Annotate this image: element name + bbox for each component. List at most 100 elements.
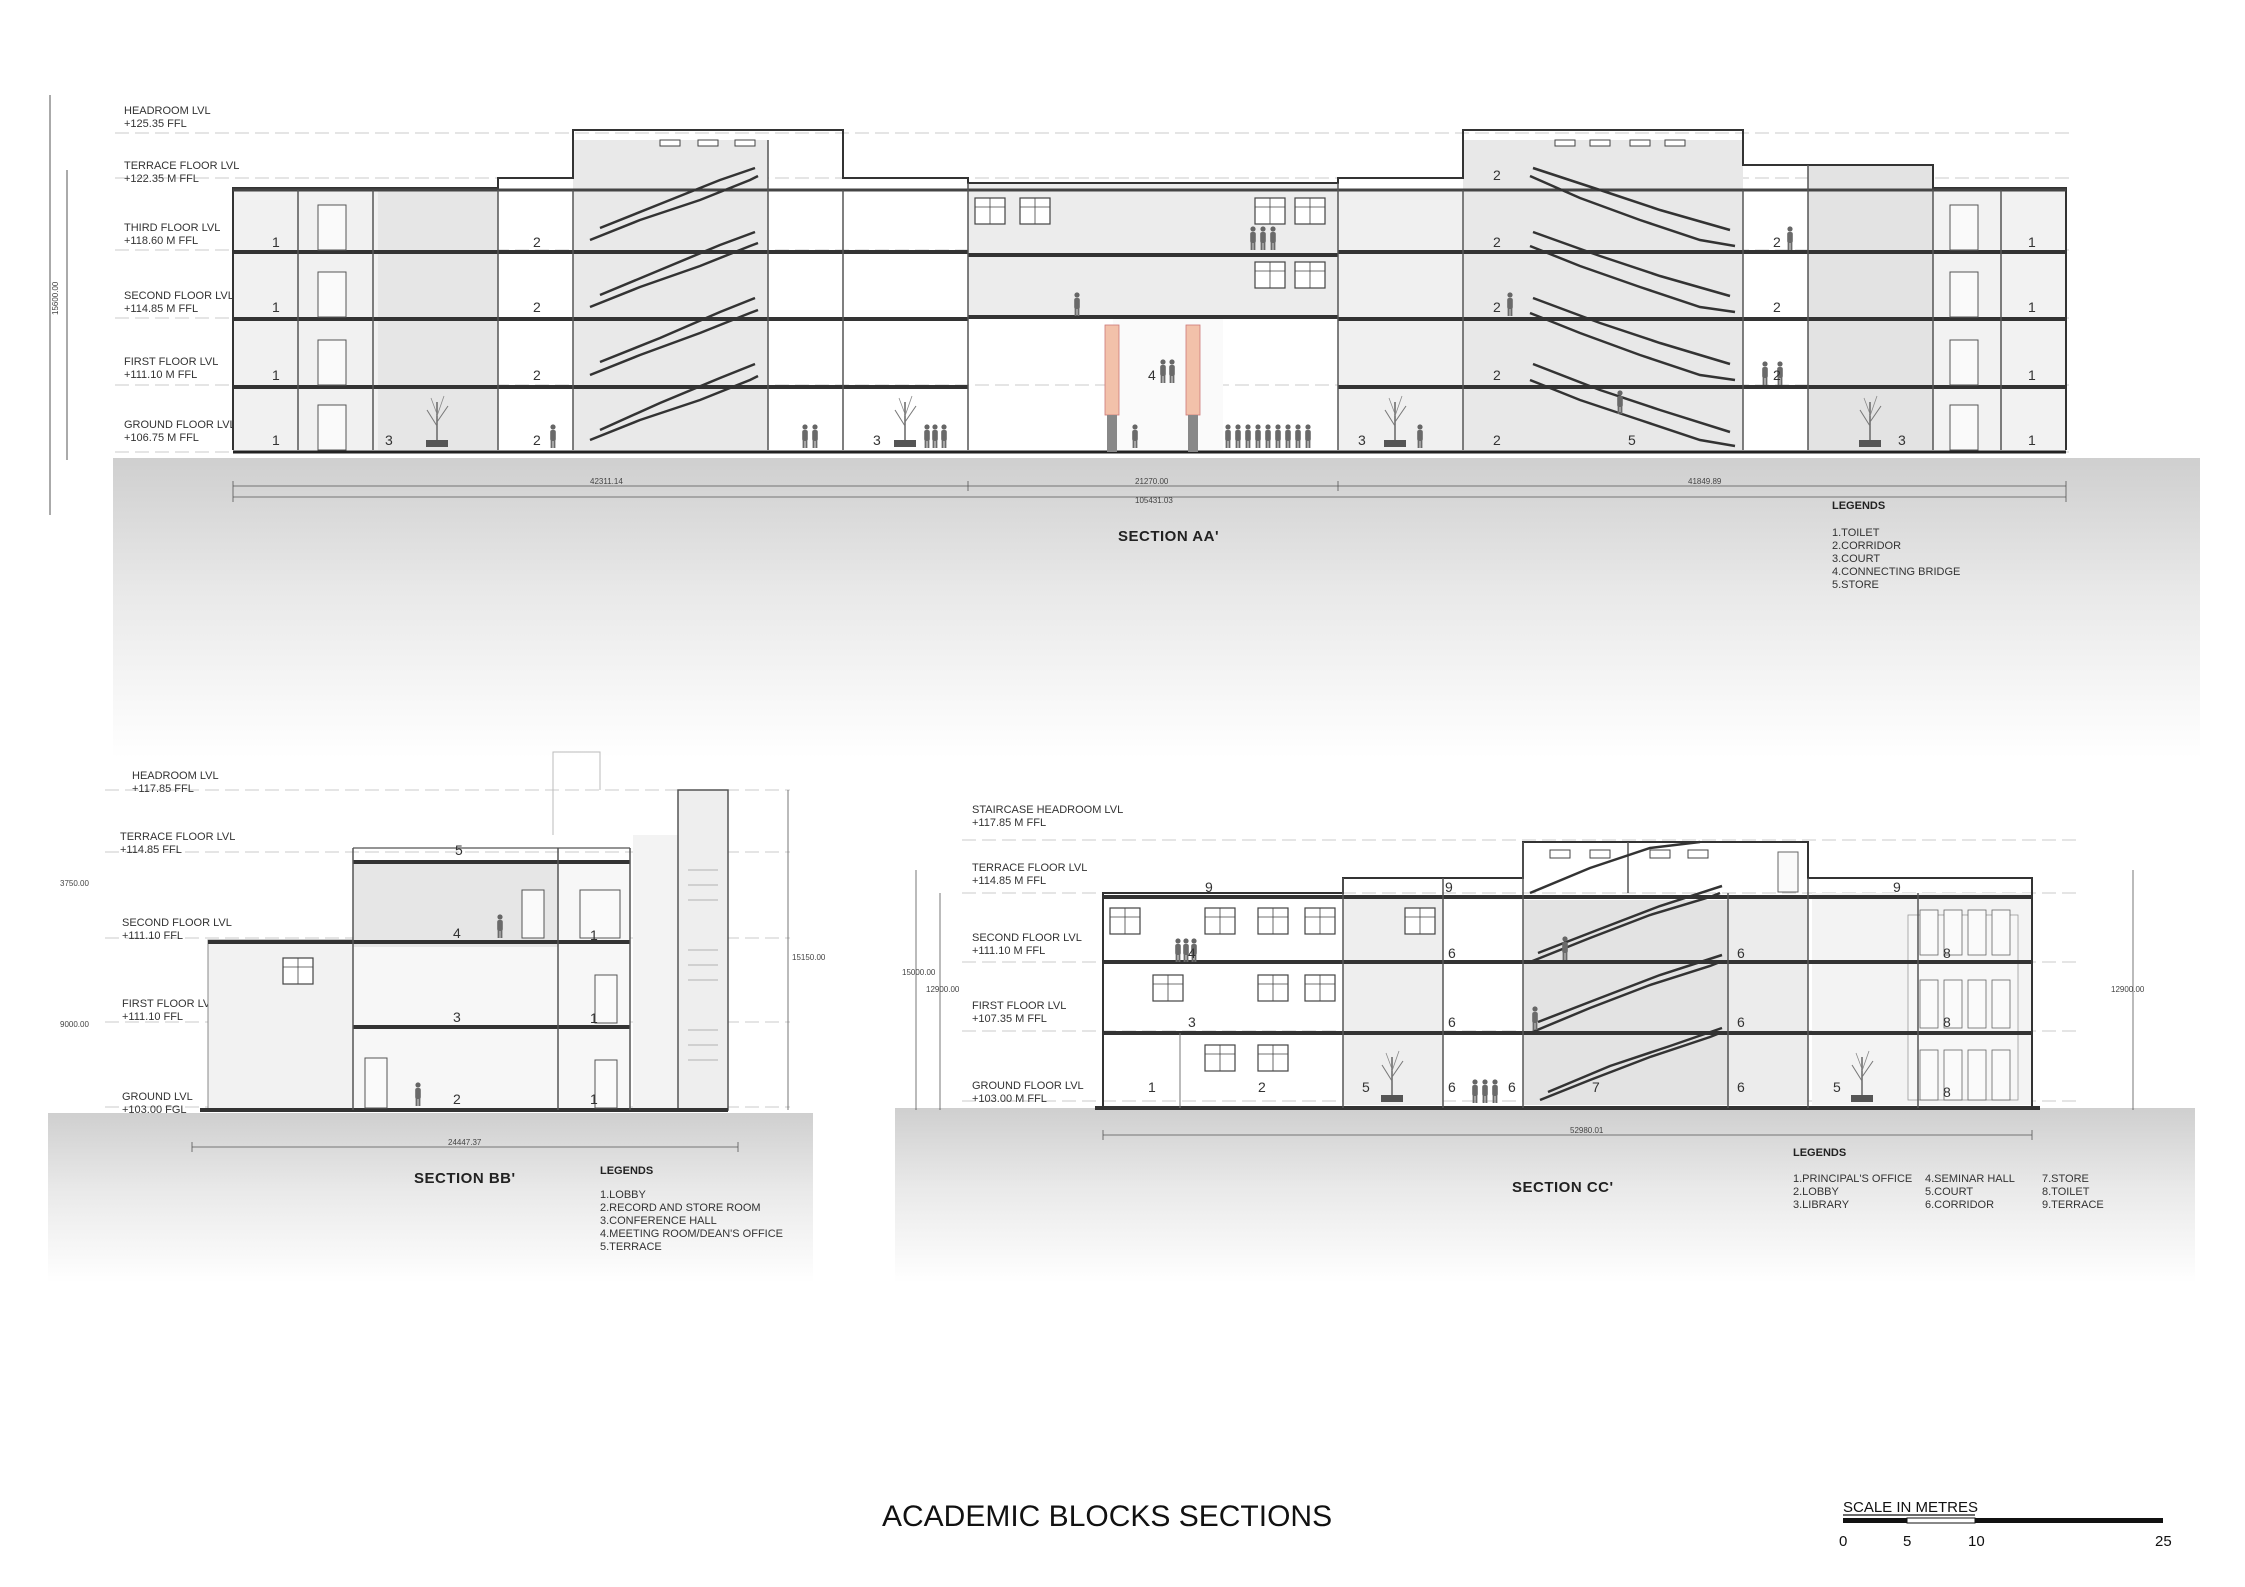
room-label: 1 — [2028, 432, 2036, 448]
room-label: 3 — [1358, 432, 1366, 448]
legend-item: 6.CORRIDOR — [1925, 1199, 1994, 1211]
legend-heading: LEGENDS — [1832, 500, 1885, 512]
legend-heading: LEGENDS — [1793, 1147, 1846, 1159]
ground-band-cc — [895, 1108, 2195, 1283]
section-bb-title: SECTION BB' — [414, 1170, 516, 1187]
legend-item: 3.CONFERENCE HALL — [600, 1215, 717, 1227]
room-label: 1 — [272, 234, 280, 250]
legend-item: 3.LIBRARY — [1793, 1199, 1850, 1211]
svg-text:+118.60 M FFL: +118.60 M FFL — [124, 235, 198, 247]
svg-text:+125.35 FFL: +125.35 FFL — [124, 118, 187, 130]
scale-tick: 25 — [2155, 1533, 2172, 1550]
legend-item: 1.TOILET — [1832, 527, 1880, 539]
room-label: 5 — [1628, 432, 1636, 448]
room-label: 2 — [1493, 367, 1501, 383]
room-label: 2 — [1773, 299, 1781, 315]
level-label: GROUND FLOOR LVL +106.75 M FFL — [124, 419, 236, 444]
room-label: 5 — [1833, 1079, 1841, 1095]
svg-text:FIRST FLOOR LVL: FIRST FLOOR LVL — [124, 356, 218, 368]
cc-dim-outer: 15000.00 — [902, 968, 936, 977]
room-label: 1 — [2028, 367, 2036, 383]
room-label: 2 — [453, 1091, 461, 1107]
legend-item: 5.COURT — [1925, 1186, 1973, 1198]
aa-room-labels: 1 1 1 1 2 2 2 2 3 3 2 4 2 2 2 2 2 2 2 3 … — [272, 167, 2036, 448]
legend-item: 2.CORRIDOR — [1832, 540, 1901, 552]
svg-text:GROUND FLOOR LVL: GROUND FLOOR LVL — [124, 419, 236, 431]
svg-text:THIRD FLOOR LVL: THIRD FLOOR LVL — [124, 222, 220, 234]
bb-level-labels: HEADROOM LVL +117.85 FFL TERRACE FLOOR L… — [120, 770, 235, 1116]
svg-text:HEADROOM LVL: HEADROOM LVL — [124, 105, 211, 117]
svg-text:+107.35 M FFL: +107.35 M FFL — [972, 1013, 1047, 1025]
cc-building — [1095, 840, 2040, 1110]
room-label: 1 — [1148, 1079, 1156, 1095]
svg-text:FIRST FLOOR LVL: FIRST FLOOR LVL — [122, 998, 216, 1010]
svg-text:SECOND FLOOR LVL: SECOND FLOOR LVL — [122, 917, 232, 929]
legend-item: 4.CONNECTING BRIDGE — [1832, 566, 1960, 578]
svg-text:TERRACE FLOOR LVL: TERRACE FLOOR LVL — [972, 862, 1087, 874]
room-label: 8 — [1943, 945, 1951, 961]
bb-dim-right: 15150.00 — [792, 953, 826, 962]
legend-item: 5.TERRACE — [600, 1241, 662, 1253]
room-label: 1 — [590, 1010, 598, 1026]
svg-text:SECOND FLOOR LVL: SECOND FLOOR LVL — [124, 290, 234, 302]
legend-item: 4.SEMINAR HALL — [1925, 1173, 2015, 1185]
svg-text:+114.85 M FFL: +114.85 M FFL — [972, 875, 1046, 887]
svg-text:HEADROOM LVL: HEADROOM LVL — [132, 770, 219, 782]
cc-level-labels: STAIRCASE HEADROOM LVL +117.85 M FFL TER… — [972, 804, 1123, 1105]
aa-dim-seg1: 42311.14 — [590, 477, 623, 486]
sheet-title: ACADEMIC BLOCKS SECTIONS — [882, 1500, 1332, 1533]
level-label: TERRACE FLOOR LVL +122.35 M FFL — [124, 160, 239, 185]
legend-item: 5.STORE — [1832, 579, 1879, 591]
room-label: 2 — [533, 432, 541, 448]
legend-item: 2.RECORD AND STORE ROOM — [600, 1202, 761, 1214]
room-label: 2 — [1258, 1079, 1266, 1095]
room-label: 1 — [2028, 234, 2036, 250]
scale-tick: 0 — [1839, 1533, 1847, 1550]
room-label: 4 — [1188, 945, 1196, 961]
room-label: 6 — [1448, 1079, 1456, 1095]
cc-dim-right: 12900.00 — [2111, 985, 2145, 994]
section-bb: HEADROOM LVL +117.85 FFL TERRACE FLOOR L… — [48, 751, 826, 1283]
level-label: SECOND FLOOR LVL +114.85 M FFL — [124, 290, 234, 315]
room-label: 1 — [272, 432, 280, 448]
bb-room-labels: 5 4 1 3 1 2 1 — [453, 842, 598, 1107]
cc-legend: LEGENDS 1.PRINCIPAL'S OFFICE 2.LOBBY 3.L… — [1793, 1147, 2104, 1211]
room-label: 1 — [2028, 299, 2036, 315]
scale-bar: SCALE IN METRES 0 5 10 25 — [1839, 1499, 2172, 1550]
room-label: 1 — [272, 367, 280, 383]
room-label: 4 — [453, 925, 461, 941]
room-label: 2 — [533, 234, 541, 250]
section-cc-title: SECTION CC' — [1512, 1179, 1614, 1196]
room-label: 6 — [1737, 945, 1745, 961]
room-label: 3 — [453, 1009, 461, 1025]
svg-text:STAIRCASE HEADROOM LVL: STAIRCASE HEADROOM LVL — [972, 804, 1123, 816]
room-label: 4 — [1148, 367, 1156, 383]
aa-building — [232, 129, 2067, 454]
room-label: 2 — [1493, 299, 1501, 315]
aa-dim-seg3: 41849.89 — [1688, 477, 1722, 486]
room-label: 2 — [1493, 234, 1501, 250]
room-label: 6 — [1737, 1079, 1745, 1095]
aa-dimensions — [232, 481, 2067, 502]
section-aa-title: SECTION AA' — [1118, 528, 1219, 545]
legend-item: 1.PRINCIPAL'S OFFICE — [1793, 1173, 1912, 1185]
aa-legend: LEGENDS 1.TOILET 2.CORRIDOR 3.COURT 4.CO… — [1832, 500, 1960, 591]
room-label: 5 — [1362, 1079, 1370, 1095]
scale-tick: 10 — [1968, 1533, 1985, 1550]
svg-text:+106.75 M FFL: +106.75 M FFL — [124, 432, 199, 444]
room-label: 1 — [590, 927, 598, 943]
room-label: 2 — [1773, 367, 1781, 383]
svg-text:+111.10 FFL: +111.10 FFL — [122, 1011, 183, 1023]
scale-label: SCALE IN METRES — [1843, 1499, 1978, 1516]
svg-text:+117.85 FFL: +117.85 FFL — [132, 783, 194, 795]
room-label: 5 — [455, 842, 463, 858]
room-label: 9 — [1445, 879, 1453, 895]
legend-heading: LEGENDS — [600, 1165, 653, 1177]
room-label: 2 — [533, 367, 541, 383]
section-aa: HEADROOM LVL +125.35 FFL TERRACE FLOOR L… — [49, 95, 2200, 758]
svg-text:+111.10 M FFL: +111.10 M FFL — [124, 369, 197, 381]
svg-text:+122.35 M FFL: +122.35 M FFL — [124, 173, 199, 185]
room-label: 7 — [1592, 1079, 1600, 1095]
room-label: 8 — [1943, 1014, 1951, 1030]
